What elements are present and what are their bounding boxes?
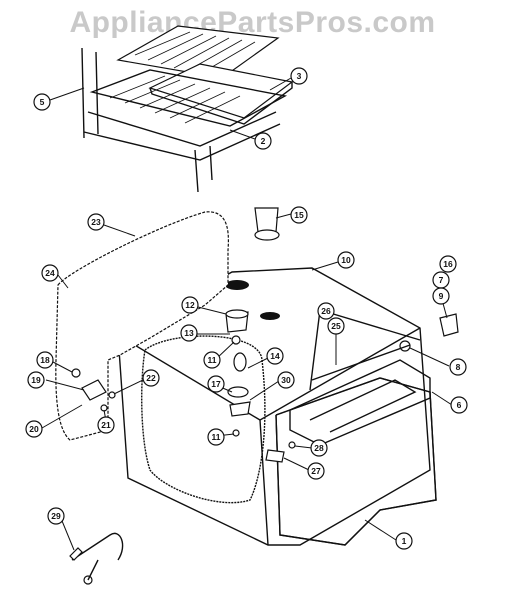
callout-13-label: 13 bbox=[184, 328, 194, 338]
callout-17: 17 bbox=[207, 375, 225, 393]
callout-7-label: 7 bbox=[439, 275, 444, 285]
misc-small-parts-drawing bbox=[265, 441, 296, 463]
callout-10-label: 10 bbox=[341, 255, 351, 265]
callout-3: 3 bbox=[290, 67, 308, 85]
callout-8-label: 8 bbox=[456, 362, 461, 372]
callout-24: 24 bbox=[41, 264, 59, 282]
callout-23: 23 bbox=[87, 213, 105, 231]
callout-20-label: 20 bbox=[29, 424, 39, 434]
callout-2: 2 bbox=[254, 132, 272, 150]
broiler-pan-drawing bbox=[116, 25, 294, 125]
callout-16-label: 16 bbox=[443, 259, 453, 269]
terminal-block-drawing bbox=[399, 313, 459, 352]
sensor-housing-drawing bbox=[225, 309, 251, 437]
callout-20: 20 bbox=[25, 420, 43, 438]
callout-8: 8 bbox=[449, 358, 467, 376]
callout-17-label: 17 bbox=[211, 379, 221, 389]
bake-element-drawing bbox=[275, 377, 437, 546]
callout-18: 18 bbox=[36, 351, 54, 369]
callout-16: 16 bbox=[439, 255, 457, 273]
callout-24-label: 24 bbox=[45, 268, 55, 278]
broil-element-drawing bbox=[289, 359, 431, 446]
callout-1-label: 1 bbox=[402, 536, 407, 546]
callout-26: 26 bbox=[317, 302, 335, 320]
callout-14-label: 14 bbox=[270, 351, 280, 361]
callout-5-label: 5 bbox=[40, 97, 45, 107]
callout-23-label: 23 bbox=[91, 217, 101, 227]
callout-10: 10 bbox=[337, 251, 355, 269]
callout-18-label: 18 bbox=[40, 355, 50, 365]
callout-27-label: 27 bbox=[311, 466, 321, 476]
callout-12: 12 bbox=[181, 296, 199, 314]
callout-11-upper-label: 11 bbox=[208, 355, 217, 365]
callout-15: 15 bbox=[290, 206, 308, 224]
callout-28-label: 28 bbox=[314, 443, 324, 453]
watermark: AppliancePartsPros.com bbox=[69, 6, 436, 39]
callout-9: 9 bbox=[432, 287, 450, 305]
callout-26-label: 26 bbox=[321, 306, 331, 316]
leader-lines bbox=[41, 77, 453, 551]
callout-11-lower: 11 bbox=[207, 428, 225, 446]
callout-2-label: 2 bbox=[261, 136, 266, 146]
callout-11-lower-label: 11 bbox=[212, 432, 221, 442]
callout-25: 25 bbox=[327, 317, 345, 335]
callout-7: 7 bbox=[432, 271, 450, 289]
callout-6: 6 bbox=[450, 396, 468, 414]
callout-22-label: 22 bbox=[146, 373, 156, 383]
callout-30-label: 30 bbox=[281, 375, 291, 385]
callout-15-label: 15 bbox=[294, 210, 304, 220]
callout-14: 14 bbox=[266, 347, 284, 365]
callout-29-label: 29 bbox=[51, 511, 61, 521]
callout-25-label: 25 bbox=[331, 321, 341, 331]
callout-29: 29 bbox=[47, 507, 65, 525]
callout-21: 21 bbox=[97, 416, 115, 434]
sensor-probe-drawing bbox=[69, 532, 124, 585]
callout-9-label: 9 bbox=[439, 291, 444, 301]
callout-3-label: 3 bbox=[297, 71, 302, 81]
callout-1: 1 bbox=[395, 532, 413, 550]
callout-12-label: 12 bbox=[185, 300, 195, 310]
thermostat-bulb-drawing bbox=[254, 207, 280, 241]
callout-19: 19 bbox=[27, 371, 45, 389]
oven-rack-drawing bbox=[81, 47, 288, 193]
callout-13: 13 bbox=[180, 324, 198, 342]
callout-30: 30 bbox=[277, 371, 295, 389]
callout-27: 27 bbox=[307, 462, 325, 480]
callout-5: 5 bbox=[33, 93, 51, 111]
callout-19-label: 19 bbox=[31, 375, 41, 385]
callout-6-label: 6 bbox=[457, 400, 462, 410]
callout-21-label: 21 bbox=[101, 420, 111, 430]
callout-11-upper: 11 bbox=[203, 351, 221, 369]
side-panel-parts-drawing bbox=[71, 368, 116, 412]
callout-28: 28 bbox=[310, 439, 328, 457]
callout-22: 22 bbox=[142, 369, 160, 387]
